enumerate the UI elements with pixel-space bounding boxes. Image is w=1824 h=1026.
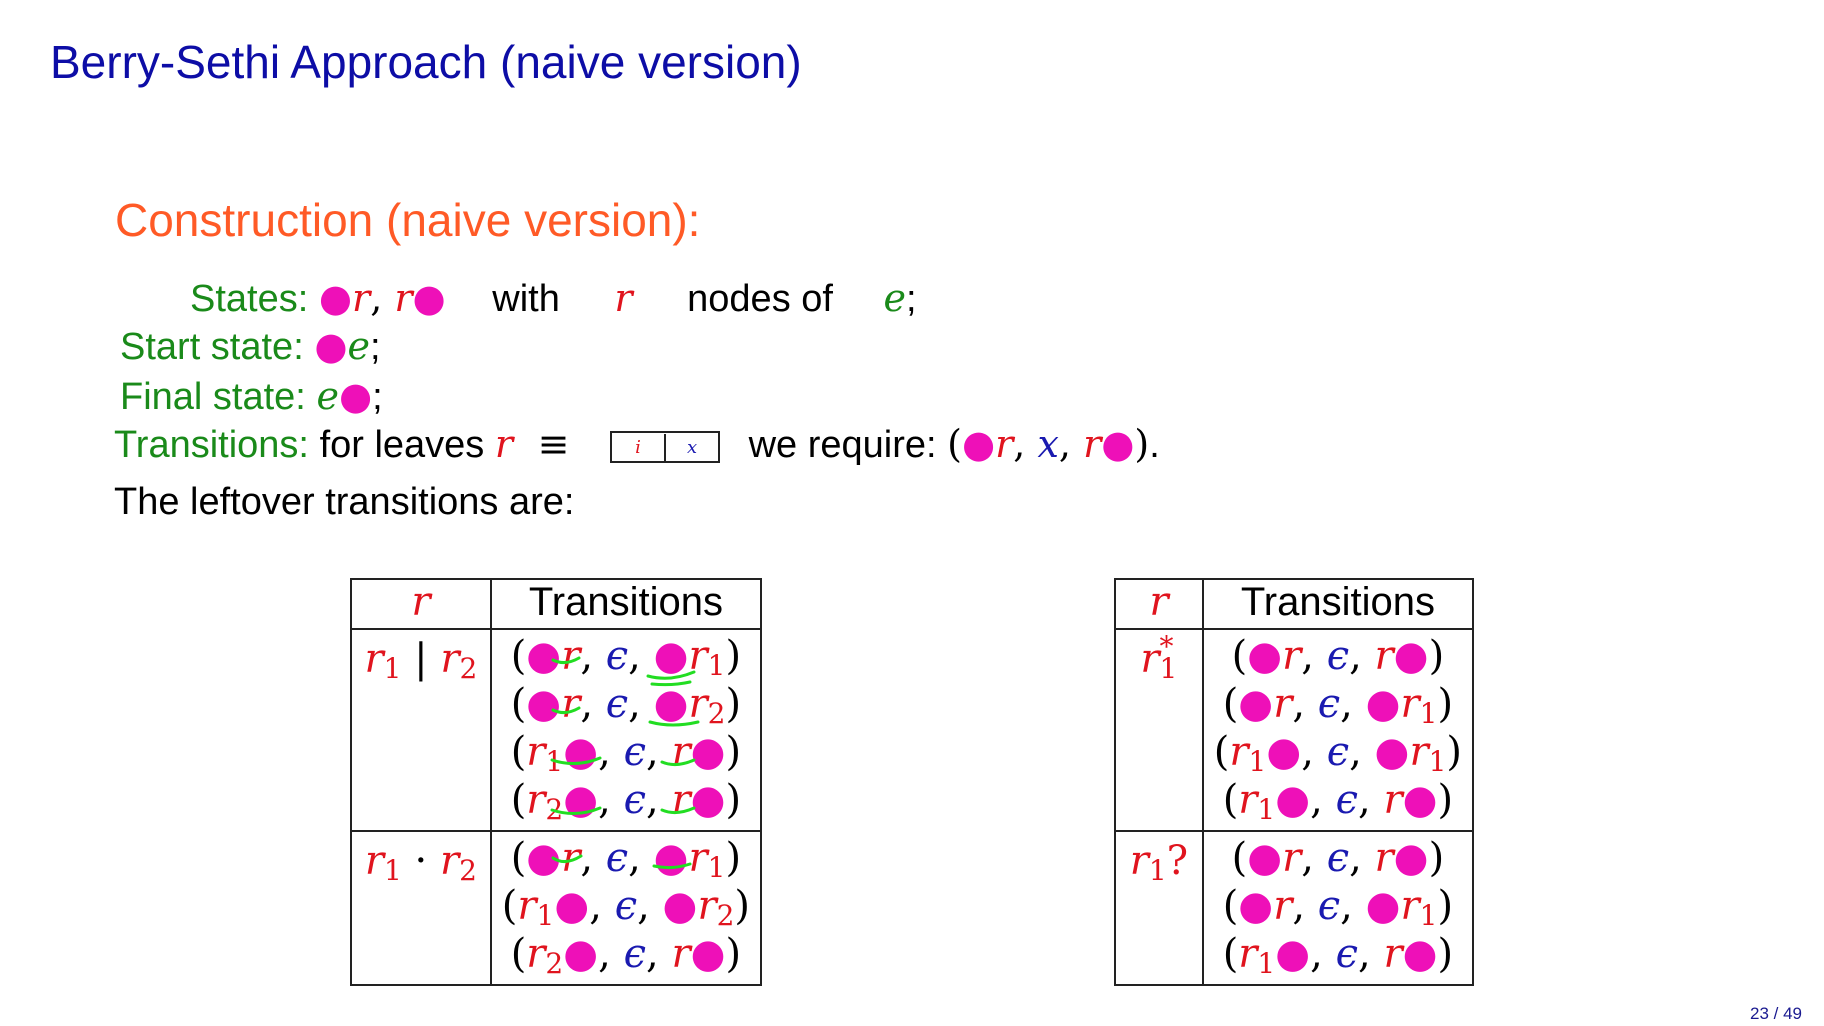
table-row: r*1 (●r, ϵ, r●) (●r, ϵ, ●r1) (r1●, ϵ, ●r… (1114, 628, 1475, 832)
leaf-box-x: x (686, 436, 698, 458)
we-require-text: we require: (748, 424, 937, 466)
leaf-box-i: i (612, 433, 667, 462)
table-header: r Transitions (350, 578, 763, 630)
start-state-label: Start state: (120, 326, 304, 368)
leftover-text: The leftover transitions are: (114, 481, 575, 523)
for-leaves-text: for leaves (319, 424, 485, 466)
states-label: States: (190, 278, 309, 320)
header-transitions: Transitions (489, 578, 763, 630)
header-r: r (1114, 578, 1204, 630)
page-number: 23 / 49 (1750, 1004, 1802, 1023)
table-row: r1 · r2 (●r, ϵ, ●r1) (r1●, ϵ, ●r2) (r2●,… (350, 830, 763, 986)
transitions-table-right: r Transitions r*1 (●r, ϵ, r●) (●r, ϵ, ●r… (1114, 578, 1475, 986)
row-transitions: (●r, ϵ, r●) (●r, ϵ, ●r1) (r1●, ϵ, r●) (1201, 830, 1475, 986)
slide-title: Berry-Sethi Approach (naive version) (50, 36, 802, 88)
row-transitions: (●r, ϵ, ●r1) (●r, ϵ, ●r2) (r1●, ϵ, r●) (… (489, 628, 763, 832)
section-heading: Construction (naive version): (115, 194, 701, 246)
header-transitions: Transitions (1201, 578, 1475, 630)
states-line: States: ●r, r● with r nodes of e; (190, 274, 917, 323)
start-state-line: Start state: ●e; (120, 322, 381, 371)
row-transitions: (●r, ϵ, r●) (●r, ϵ, ●r1) (r1●, ϵ, ●r1) (… (1201, 628, 1475, 832)
final-state-label: Final state: (120, 376, 306, 418)
table-row: r1? (●r, ϵ, r●) (●r, ϵ, ●r1) (r1●, ϵ, r●… (1114, 830, 1475, 986)
with-word: with (492, 278, 560, 320)
header-r: r (350, 578, 492, 630)
transitions-table-left: r Transitions r1 | r2 (●r, ϵ, ●r1) (●r, … (350, 578, 763, 986)
table-row: r1 | r2 (●r, ϵ, ●r1) (●r, ϵ, ●r2) (r1●, … (350, 628, 763, 832)
nodes-of-text: nodes of (687, 278, 833, 320)
row-r-alternation: r1 | r2 (350, 628, 492, 832)
table-header: r Transitions (1114, 578, 1475, 630)
transitions-label: Transitions: (114, 424, 309, 466)
row-r-optional: r1? (1114, 830, 1204, 986)
row-transitions: (●r, ϵ, ●r1) (r1●, ϵ, ●r2) (r2●, ϵ, r●) (489, 830, 763, 986)
row-r-star: r*1 (1114, 628, 1204, 832)
final-state-line: Final state: e●; (120, 372, 383, 421)
row-r-concatenation: r1 · r2 (350, 830, 492, 986)
